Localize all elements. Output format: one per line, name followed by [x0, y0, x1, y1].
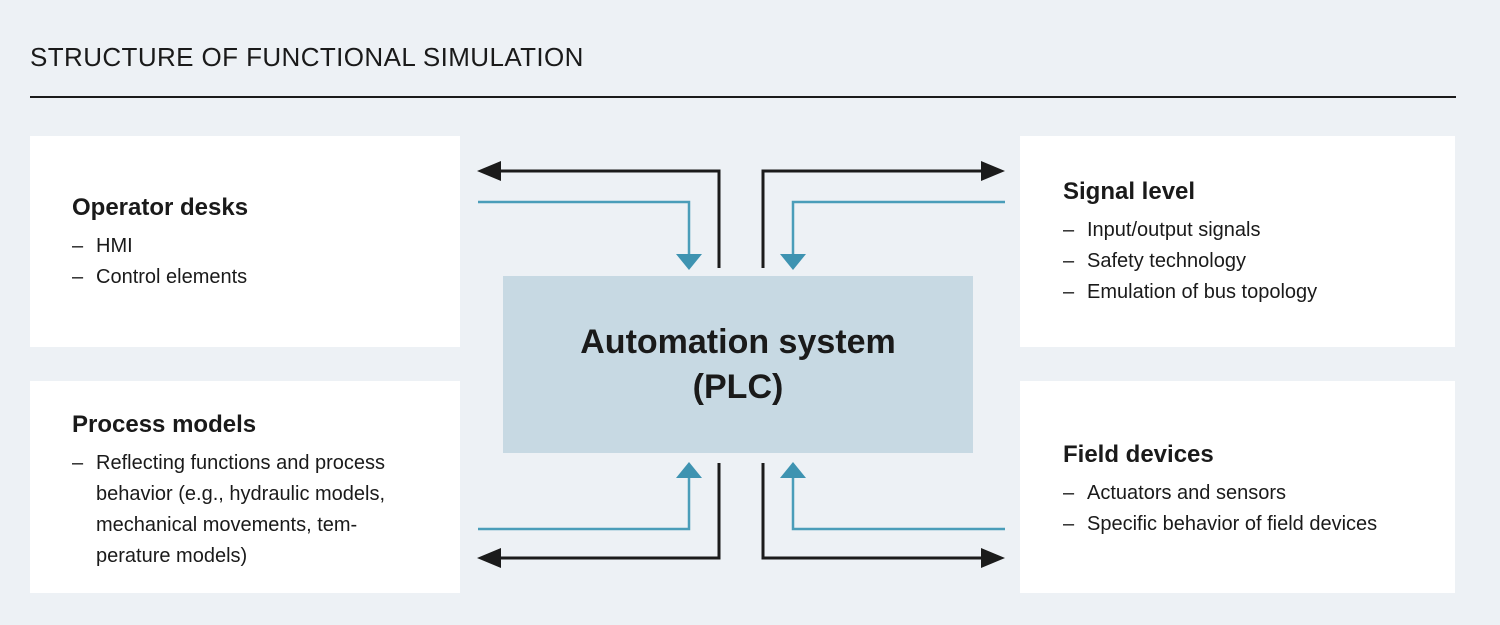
arrowhead-down-icon — [780, 254, 806, 270]
arrow-line — [791, 478, 1005, 531]
dash-bullet: – — [72, 266, 84, 288]
list-item: – Control elements — [72, 262, 446, 293]
panel-operator-desks: Operator desks – HMI – Control elements — [30, 136, 460, 347]
list-item: – HMI — [72, 231, 446, 262]
item-line: Control elements — [96, 266, 248, 288]
plc-box: Automation system (PLC) — [503, 276, 973, 453]
arrow-plc-to-signal-level — [761, 161, 1005, 268]
page-title: STRUCTURE OF FUNCTIONAL SIMULATION — [30, 42, 584, 72]
list-item: – Emulation of bus topology — [1063, 277, 1445, 308]
item-line: Emulation of bus topology — [1087, 281, 1318, 303]
arrowhead-down-icon — [676, 254, 702, 270]
arrow-line — [478, 478, 691, 531]
arrowhead-up-icon — [676, 462, 702, 478]
panel-operator-desks-items: – HMI – Control elements — [72, 231, 446, 293]
panel-signal-level-title: Signal level — [1063, 178, 1196, 205]
list-item: – Reflecting functions and process behav… — [72, 448, 450, 572]
panel-operator-desks-title: Operator desks — [72, 194, 249, 221]
dash-bullet: – — [72, 235, 84, 257]
arrowhead-right-icon — [981, 161, 1005, 181]
dash-bullet: – — [1063, 219, 1075, 241]
panel-field-devices-items: – Actuators and sensors – Specific behav… — [1063, 478, 1445, 540]
list-item: – Input/output signals — [1063, 215, 1445, 246]
list-item-text: Input/output signals — [1087, 215, 1445, 246]
item-line: Actuators and sensors — [1087, 482, 1286, 504]
arrow-plc-to-process-models — [477, 463, 721, 568]
title-rule — [30, 96, 1456, 98]
list-item-text: Reflecting functions and process behavio… — [96, 448, 450, 572]
arrowhead-right-icon — [981, 548, 1005, 568]
item-line: Specific behavior of field devices — [1087, 513, 1378, 535]
panel-signal-level: Signal level – Input/output signals – Sa… — [1020, 136, 1455, 347]
list-item-text: HMI — [96, 231, 446, 262]
arrowhead-left-icon — [477, 548, 501, 568]
item-line: Safety technology — [1087, 250, 1246, 272]
dash-bullet: – — [72, 452, 84, 474]
list-item-text: Control elements — [96, 262, 446, 293]
list-item-text: Actuators and sensors — [1087, 478, 1445, 509]
panel-signal-level-items: – Input/output signals – Safety technolo… — [1063, 215, 1445, 308]
item-line: mechanical movements, tem- — [96, 514, 358, 536]
panel-field-devices-title: Field devices — [1063, 441, 1214, 468]
dash-bullet: – — [1063, 513, 1075, 535]
list-item-text: Safety technology — [1087, 246, 1445, 277]
arrow-process-models-to-plc — [478, 462, 702, 531]
panel-field-devices: Field devices – Actuators and sensors – … — [1020, 381, 1455, 593]
item-line: Input/output signals — [1087, 219, 1261, 241]
arrow-line — [791, 200, 1005, 254]
dash-bullet: – — [1063, 281, 1075, 303]
panel-process-models-title: Process models — [72, 411, 257, 438]
list-item: – Actuators and sensors — [1063, 478, 1445, 509]
arrowhead-up-icon — [780, 462, 806, 478]
plc-title-line2: (PLC) — [692, 367, 784, 406]
arrow-operator-desks-to-plc — [478, 200, 702, 270]
list-item: – Specific behavior of field devices — [1063, 509, 1445, 540]
item-line: HMI — [96, 235, 133, 257]
arrowhead-left-icon — [477, 161, 501, 181]
item-line: Reflecting functions and process — [96, 452, 386, 474]
arrow-line — [478, 200, 691, 254]
arrow-field-devices-to-plc — [780, 462, 1005, 531]
arrow-line — [761, 463, 986, 560]
list-item-text: Specific behavior of field devices — [1087, 509, 1445, 540]
list-item: – Safety technology — [1063, 246, 1445, 277]
arrow-signal-level-to-plc — [780, 200, 1005, 270]
plc-title-line1: Automation system — [580, 322, 896, 361]
item-line: behavior (e.g., hydraulic models, — [96, 483, 386, 505]
panel-process-models: Process models – Reflecting functions an… — [30, 381, 460, 593]
list-item-text: Emulation of bus topology — [1087, 277, 1445, 308]
arrow-plc-to-field-devices — [761, 463, 1005, 568]
item-line: perature models) — [96, 545, 248, 567]
arrow-line — [486, 463, 721, 560]
dash-bullet: – — [1063, 482, 1075, 504]
arrow-line — [486, 169, 721, 268]
panel-process-models-items: – Reflecting functions and process behav… — [72, 448, 450, 572]
arrow-line — [761, 169, 986, 268]
dash-bullet: – — [1063, 250, 1075, 272]
arrow-plc-to-operator-desks — [477, 161, 721, 268]
